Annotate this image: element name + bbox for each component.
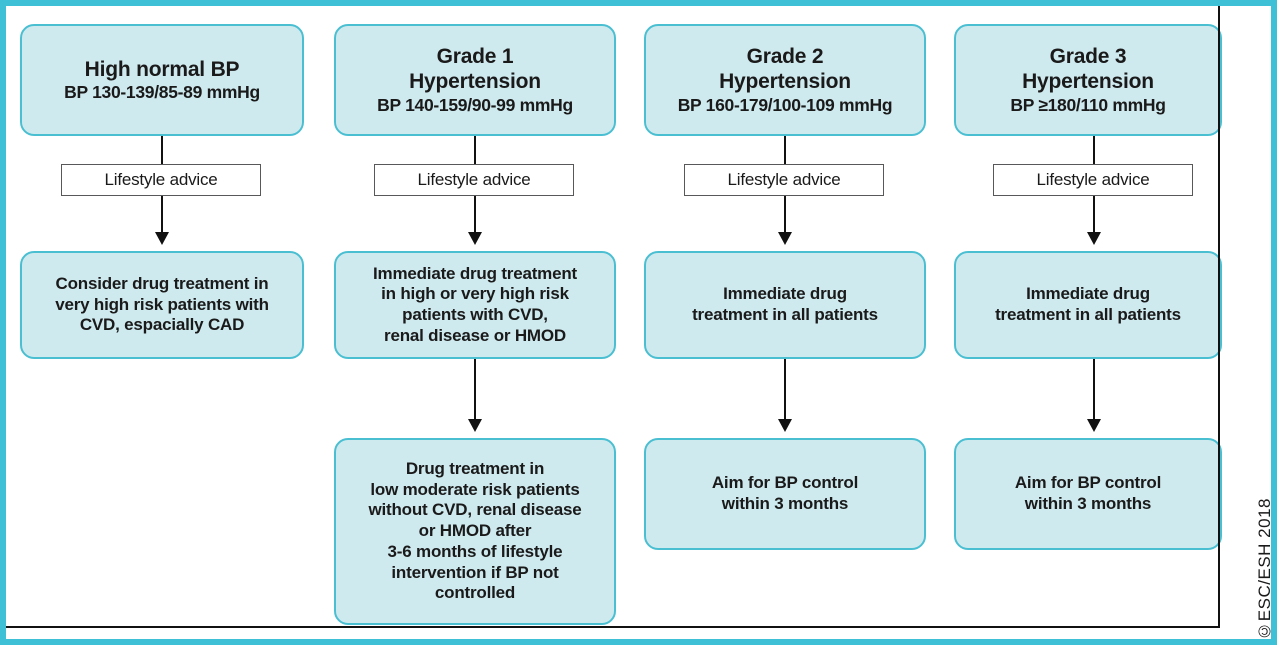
node-grade-3-step3: Aim for BP control within 3 months xyxy=(954,438,1222,550)
header-subtitle: BP 140-159/90-99 mmHg xyxy=(377,94,573,115)
step2-line-3: CVD, espacially CAD xyxy=(79,315,245,335)
connector-c4-header-to-lifestyle xyxy=(1093,136,1095,164)
step2-line-1: Immediate drug xyxy=(1026,284,1150,304)
step3-line-5: 3-6 months of lifestyle xyxy=(387,541,563,561)
step3-line-1: Aim for BP control xyxy=(1014,473,1162,493)
node-high-normal-bp-step2: Consider drug treatment in very high ris… xyxy=(20,251,304,359)
node-grade-1-header: Grade 1 Hypertension BP 140-159/90-99 mm… xyxy=(334,24,616,136)
lifestyle-advice-box-c3: Lifestyle advice xyxy=(684,164,884,196)
connector-c3-header-to-lifestyle xyxy=(784,136,786,164)
header-subtitle: BP 130-139/85-89 mmHg xyxy=(64,82,260,103)
header-title-line1: Grade 1 xyxy=(436,44,514,68)
lifestyle-advice-label: Lifestyle advice xyxy=(727,170,841,189)
header-title-line1: Grade 2 xyxy=(746,44,824,68)
lifestyle-advice-box-c2: Lifestyle advice xyxy=(374,164,574,196)
arrowhead-c3-step3 xyxy=(778,419,792,432)
connector-c3-lifestyle-to-step2 xyxy=(784,196,786,234)
step3-line-1: Drug treatment in xyxy=(405,458,545,478)
arrowhead-c2-step3 xyxy=(468,419,482,432)
lifestyle-advice-box-c1: Lifestyle advice xyxy=(61,164,261,196)
step3-line-4: or HMOD after xyxy=(418,521,532,541)
step2-line-4: renal disease or HMOD xyxy=(384,325,566,345)
header-title: High normal BP xyxy=(84,57,240,81)
header-title-line1: Grade 3 xyxy=(1049,44,1127,68)
lifestyle-advice-label: Lifestyle advice xyxy=(1036,170,1150,189)
header-title-line2: Hypertension xyxy=(719,70,851,94)
arrowhead-c1-step2 xyxy=(155,232,169,245)
node-grade-1-step2: Immediate drug treatment in high or very… xyxy=(334,251,616,359)
step2-line-1: Consider drug treatment in xyxy=(55,273,269,293)
step3-line-2: within 3 months xyxy=(1024,494,1152,513)
arrowhead-c2-step2 xyxy=(468,232,482,245)
arrowhead-c3-step2 xyxy=(778,232,792,245)
lifestyle-advice-box-c4: Lifestyle advice xyxy=(993,164,1193,196)
header-subtitle: BP ≥180/110 mmHg xyxy=(1010,94,1166,115)
flowchart-canvas: High normal BP BP 130-139/85-89 mmHg Lif… xyxy=(6,6,1274,641)
connector-c2-lifestyle-to-step2 xyxy=(474,196,476,234)
connector-c2-step2-to-step3 xyxy=(474,359,476,421)
connector-c4-lifestyle-to-step2 xyxy=(1093,196,1095,234)
step3-line-2: low moderate risk patients xyxy=(370,479,580,499)
lifestyle-advice-label: Lifestyle advice xyxy=(417,170,531,189)
header-title-line2: Hypertension xyxy=(409,70,541,94)
step3-line-6: intervention if BP not xyxy=(391,562,559,582)
step2-line-1: Immediate drug treatment xyxy=(373,263,577,283)
header-title-line2: Hypertension xyxy=(1022,70,1154,94)
connector-c2-header-to-lifestyle xyxy=(474,136,476,164)
connector-c1-lifestyle-to-step2 xyxy=(161,196,163,234)
node-grade-3-header: Grade 3 Hypertension BP ≥180/110 mmHg xyxy=(954,24,1222,136)
connector-c1-header-to-lifestyle xyxy=(161,136,163,164)
step3-line-3: without CVD, renal disease xyxy=(368,500,582,520)
connector-c3-step2-to-step3 xyxy=(784,359,786,421)
node-grade-2-step2: Immediate drug treatment in all patients xyxy=(644,251,926,359)
connector-c4-step2-to-step3 xyxy=(1093,359,1095,421)
node-grade-1-step3: Drug treatment in low moderate risk pati… xyxy=(334,438,616,625)
step3-line-7: controlled xyxy=(434,583,516,603)
header-subtitle: BP 160-179/100-109 mmHg xyxy=(677,94,893,115)
step3-line-2: within 3 months xyxy=(721,494,849,513)
lifestyle-advice-label: Lifestyle advice xyxy=(104,170,218,189)
step2-line-2: treatment in all patients xyxy=(995,305,1181,324)
step2-line-3: patients with CVD, xyxy=(402,305,548,324)
arrowhead-c4-step3 xyxy=(1087,419,1101,432)
arrowhead-c4-step2 xyxy=(1087,232,1101,245)
node-grade-3-step2: Immediate drug treatment in all patients xyxy=(954,251,1222,359)
node-grade-2-header: Grade 2 Hypertension BP 160-179/100-109 … xyxy=(644,24,926,136)
step3-line-1: Aim for BP control xyxy=(711,473,859,493)
step2-line-2: in high or very high risk xyxy=(381,284,569,304)
step2-line-1: Immediate drug xyxy=(723,284,847,304)
copyright-label: ©ESC/ESH 2018 xyxy=(1255,498,1274,641)
node-grade-2-step3: Aim for BP control within 3 months xyxy=(644,438,926,550)
node-high-normal-bp-header: High normal BP BP 130-139/85-89 mmHg xyxy=(20,24,304,136)
step2-line-2: treatment in all patients xyxy=(692,305,878,324)
step2-line-2: very high risk patients with xyxy=(55,294,269,314)
